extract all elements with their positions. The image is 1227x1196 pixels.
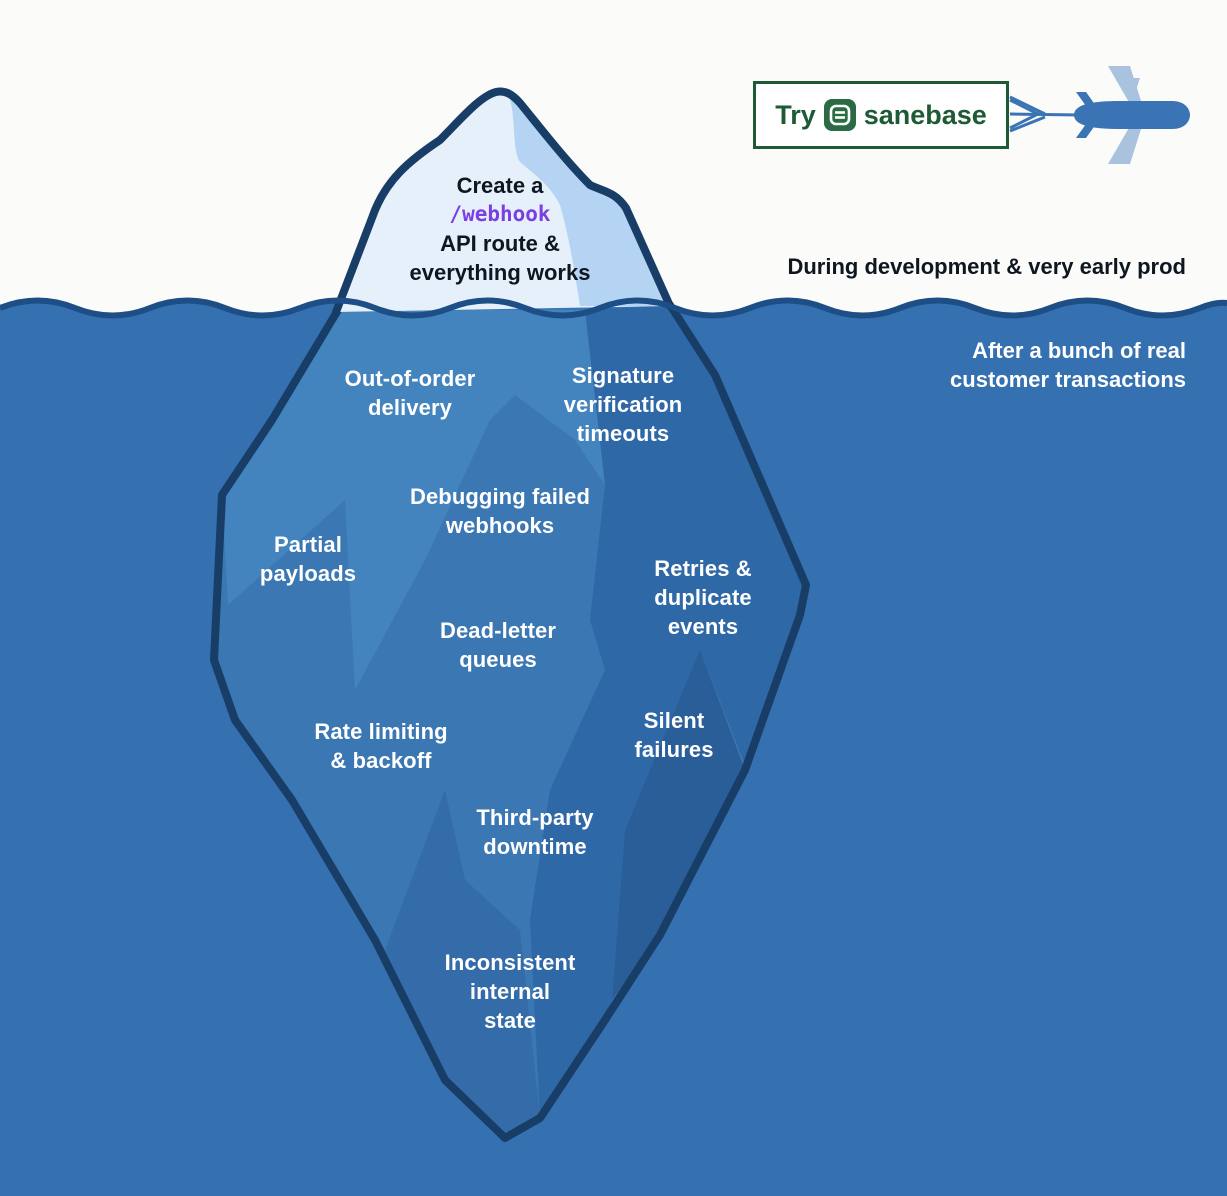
banner-try-label: Try: [775, 99, 816, 130]
iceberg-facet-deep-bottom-left: [385, 790, 540, 1138]
iceberg-submerged-outline: [210, 301, 810, 1142]
sanebase-logo-icon: [823, 99, 856, 131]
sanebase-banner[interactable]: Try sanebase: [753, 81, 1009, 149]
webhook-route-code: /webhook: [449, 202, 551, 226]
iceberg-tip-label: Create a /webhook API route & everything…: [380, 171, 620, 287]
iceberg-tip-shade: [510, 100, 670, 306]
iceberg-facet-light-left: [222, 310, 605, 690]
iceberg-facet-dark-lower: [530, 650, 700, 1118]
banner-brand-name: sanebase: [863, 99, 987, 130]
iceberg-tip-outline: [332, 87, 674, 316]
label-rate-limiting-backoff: Rate limiting& backoff: [314, 719, 448, 773]
airplane-icon: [1074, 66, 1190, 164]
tow-lines: [1009, 95, 1081, 133]
below-water-caption: After a bunch of real customer transacti…: [950, 338, 1186, 392]
above-water-caption: During development & very early prod: [787, 254, 1186, 279]
iceberg-facet-dark-right: [585, 305, 806, 765]
waterline: [0, 297, 1227, 319]
iceberg-facet-deep-bottom-right: [612, 650, 745, 1000]
